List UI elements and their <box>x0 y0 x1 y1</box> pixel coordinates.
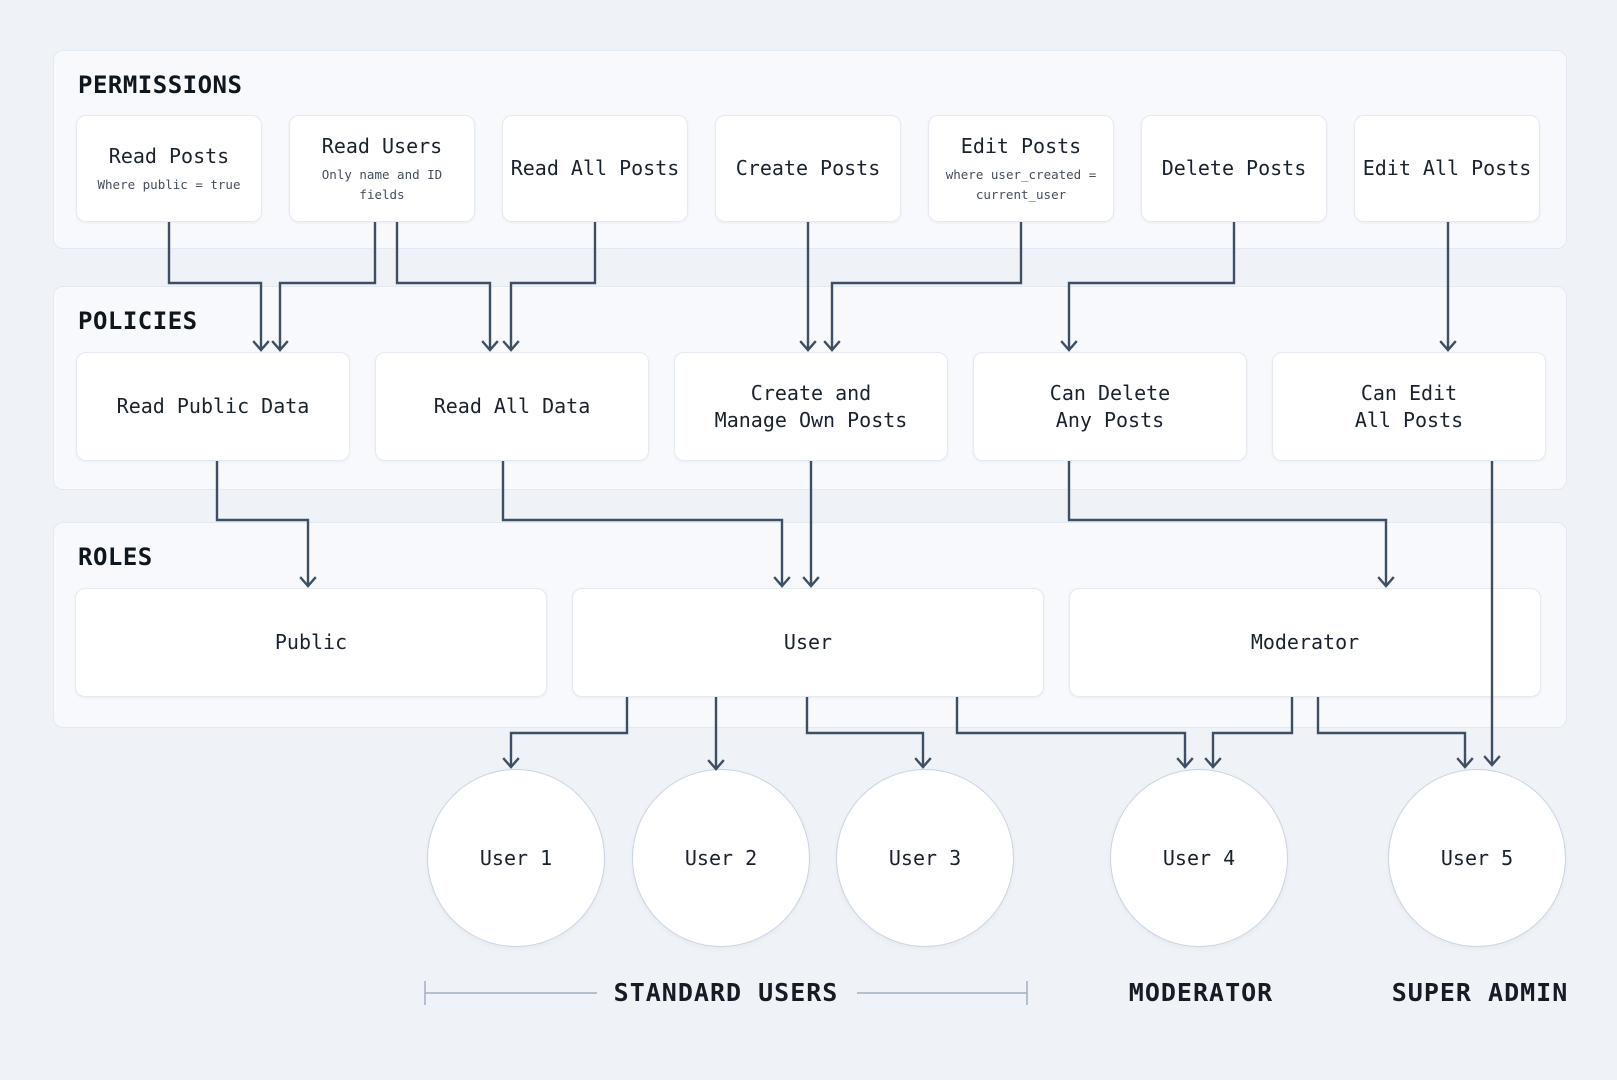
node-label: Can Delete Any Posts <box>1049 380 1171 432</box>
node-label: User 1 <box>479 846 553 870</box>
node-role-moderator: Moderator <box>1069 588 1541 697</box>
node-label: Moderator <box>1250 630 1360 654</box>
node-role-public: Public <box>75 588 547 697</box>
node-label: Read Posts <box>108 143 230 168</box>
group-label-super-admin: SUPER ADMIN <box>1391 978 1569 1007</box>
node-user-3: User 3 <box>836 769 1014 947</box>
node-can-edit-all-posts: Can Edit All Posts <box>1272 352 1546 461</box>
node-label: Edit All Posts <box>1362 156 1532 180</box>
node-user-2: User 2 <box>632 769 810 947</box>
node-create-manage-own-posts: Create and Manage Own Posts <box>674 352 948 461</box>
roles-title: ROLES <box>78 543 153 571</box>
node-create-posts: Create Posts <box>715 115 901 222</box>
group-label-standard-users: STANDARD USERS <box>613 978 839 1007</box>
node-sublabel: where user_created = current_user <box>945 167 1097 202</box>
node-read-all-posts: Read All Posts <box>502 115 688 222</box>
node-label: Can Edit All Posts <box>1354 380 1464 432</box>
node-edit-posts: Edit Posts where user_created = current_… <box>928 115 1114 222</box>
node-label: Read All Posts <box>510 156 680 180</box>
node-read-posts: Read Posts Where public = true <box>76 115 262 222</box>
node-label: User 4 <box>1162 846 1236 870</box>
node-delete-posts: Delete Posts <box>1141 115 1327 222</box>
node-sublabel: Only name and ID fields <box>321 167 443 202</box>
node-sublabel: Where public = true <box>97 176 241 192</box>
permissions-title: PERMISSIONS <box>78 71 243 99</box>
node-read-public-data: Read Public Data <box>76 352 350 461</box>
node-label: Create and Manage Own Posts <box>714 380 908 432</box>
node-user-4: User 4 <box>1110 769 1288 947</box>
node-edit-all-posts: Edit All Posts <box>1354 115 1540 222</box>
node-label: Read All Data <box>433 394 591 418</box>
node-read-all-data: Read All Data <box>375 352 649 461</box>
policies-title: POLICIES <box>78 307 198 335</box>
node-label: Public <box>274 630 348 654</box>
node-can-delete-any-posts: Can Delete Any Posts <box>973 352 1247 461</box>
node-label: User 2 <box>684 846 758 870</box>
node-read-users: Read Users Only name and ID fields <box>289 115 475 222</box>
node-user-1: User 1 <box>427 769 605 947</box>
node-label: Edit Posts <box>960 134 1082 159</box>
group-label-moderator: MODERATOR <box>1128 978 1274 1007</box>
node-label: User 3 <box>888 846 962 870</box>
node-role-user: User <box>572 588 1044 697</box>
node-label: Create Posts <box>735 156 881 180</box>
node-user-5: User 5 <box>1388 769 1566 947</box>
node-label: User <box>783 630 833 654</box>
node-label: Delete Posts <box>1161 156 1307 180</box>
node-label: Read Users <box>321 134 443 159</box>
node-label: User 5 <box>1440 846 1514 870</box>
node-label: Read Public Data <box>116 394 310 418</box>
